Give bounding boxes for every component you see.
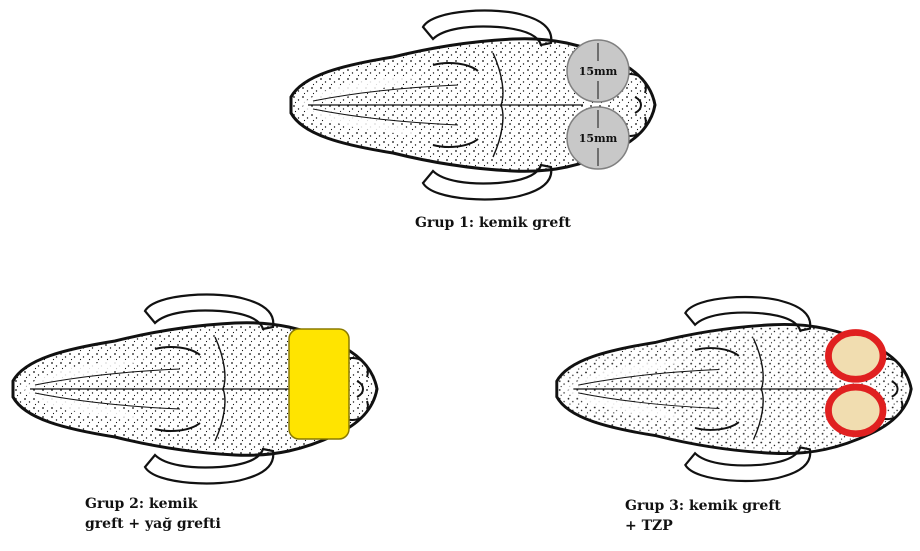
group-2-panel — [5, 289, 385, 489]
group-3-panel — [549, 289, 919, 489]
skull-illustration-group-2 — [5, 289, 385, 489]
fat-graft-defect — [289, 329, 349, 439]
caption-line: + TZP — [625, 516, 781, 536]
caption-line: greft + yağ grefti — [85, 514, 221, 534]
group-3-caption: Grup 3: kemik greft + TZP — [625, 496, 781, 536]
group-2-caption: Grup 2: kemik greft + yağ grefti — [85, 494, 221, 534]
group-1-panel: 15mm 15mm — [283, 5, 663, 205]
tzp-defect-upper — [828, 333, 883, 380]
tzp-defect-lower — [828, 387, 883, 434]
skull-illustration-group-1: 15mm 15mm — [283, 5, 663, 205]
caption-line: Grup 2: kemik — [85, 494, 221, 514]
group-1-caption: Grup 1: kemik greft — [415, 213, 571, 233]
caption-line: Grup 1: kemik greft — [415, 213, 571, 233]
defect-label-upper: 15mm — [579, 65, 618, 78]
caption-line: Grup 3: kemik greft — [625, 496, 781, 516]
skull-illustration-group-3 — [549, 289, 919, 489]
defect-label-lower: 15mm — [579, 132, 618, 145]
